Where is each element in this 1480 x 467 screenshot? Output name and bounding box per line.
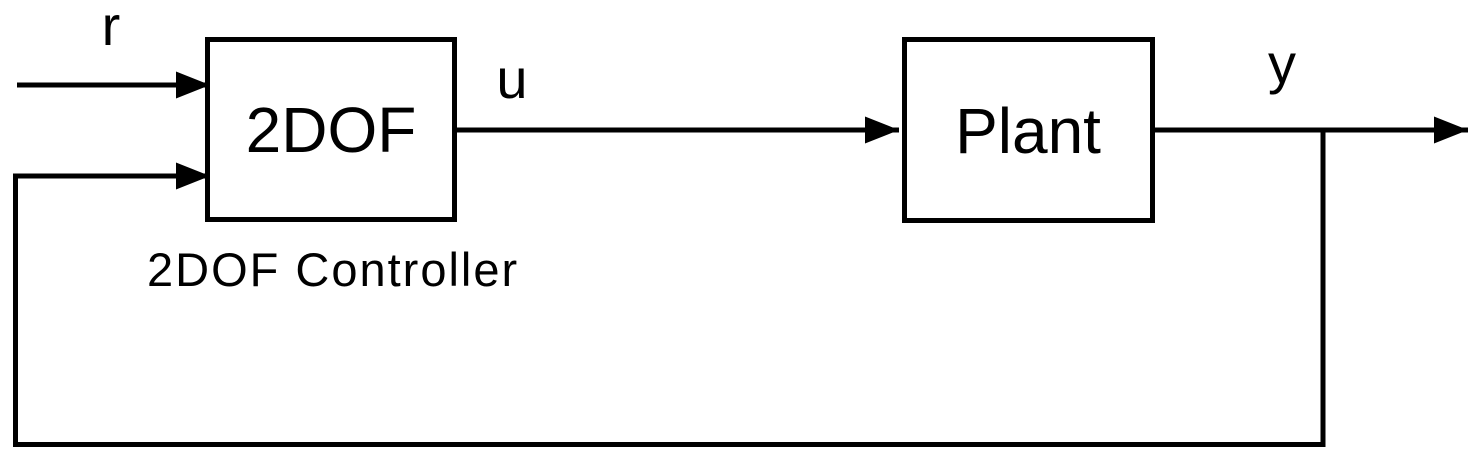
controller-block bbox=[205, 37, 457, 222]
output-signal-label: y bbox=[1268, 32, 1296, 95]
controller-block-label: 2DOF bbox=[246, 94, 417, 166]
reference-signal-label: r bbox=[102, 0, 121, 57]
control-signal-label: u bbox=[496, 47, 527, 110]
plant-block-label: Plant bbox=[955, 95, 1101, 167]
feedback-loop-arrow bbox=[13, 130, 1326, 447]
controller-caption: 2DOF Controller bbox=[147, 243, 519, 296]
plant-block bbox=[902, 37, 1155, 223]
